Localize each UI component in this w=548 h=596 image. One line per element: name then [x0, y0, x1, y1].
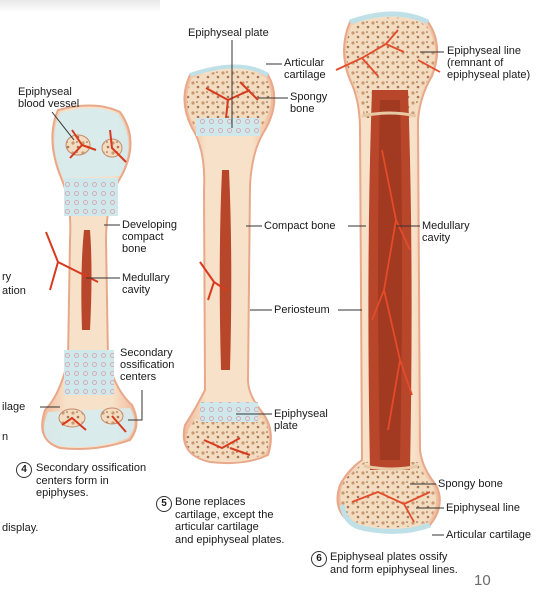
partial-label-ilage: ilage — [2, 401, 26, 413]
slide-top-shadow — [0, 0, 160, 12]
bone-6-epiphyseal-line-bottom — [363, 464, 419, 471]
partial-label-n: n — [2, 431, 9, 443]
label-articular-cartilage: Articular cartilage — [284, 57, 326, 81]
bone-6-marrow-shade — [378, 100, 402, 460]
bone-4 — [41, 104, 138, 450]
bone-4-medullary-cavity — [81, 230, 92, 330]
label-medullary-cavity-4: Medullary cavity — [122, 272, 170, 296]
leader-lines — [40, 40, 444, 536]
bone-4-bottom-chondrocytes — [64, 350, 114, 395]
bone-5-vessels — [199, 81, 259, 456]
page-number: 10 — [474, 572, 491, 589]
label-periosteum: Periosteum — [274, 304, 330, 316]
step-number-4: 4 — [16, 462, 32, 478]
bone-6-top-articular — [349, 11, 430, 25]
label-developing-compact-bone: Developing compact bone — [122, 219, 178, 255]
label-epiphyseal-line-top: Epiphyseal line (remnant of epiphyseal p… — [447, 45, 531, 81]
bone-5-bottom-spongy — [186, 418, 270, 462]
label-spongy-bone-5: Spongy bone — [290, 91, 328, 115]
bone-5 — [182, 64, 276, 465]
caption-step-4: Secondary ossification centers form in e… — [36, 462, 147, 499]
bone-4-top-ossification-center — [65, 134, 91, 156]
bone-5-bottom-plate — [200, 402, 258, 422]
label-epiphyseal-line-bottom: Epiphyseal line — [446, 502, 520, 514]
caption-step-5: Bone replaces cartilage, except the arti… — [175, 496, 285, 546]
step-number-6: 6 — [311, 551, 327, 567]
bone-5-top-articular — [189, 64, 270, 77]
partial-label-display: display. — [2, 522, 39, 534]
label-epiphyseal-blood-vessel: Epiphyseal blood vessel — [18, 86, 80, 110]
label-medullary-cavity-6: Medullary cavity — [422, 220, 470, 244]
label-epiphyseal-plate-top: Epiphyseal plate — [188, 27, 269, 39]
label-secondary-ossification-centers: Secondary ossification centers — [120, 347, 175, 383]
bone-6-top-spongy — [346, 17, 436, 118]
bone-5-medullary-cavity — [219, 170, 232, 370]
bone-5-top-spongy — [186, 70, 272, 126]
label-spongy-bone-6: Spongy bone — [438, 478, 503, 490]
bone-6-vessels — [335, 29, 441, 523]
step-number-5: 5 — [156, 496, 172, 512]
bone-4-vessels — [45, 129, 127, 433]
label-compact-bone: Compact bone — [264, 220, 336, 232]
label-articular-cartilage-6: Articular cartilage — [446, 529, 531, 541]
bone-6 — [335, 11, 441, 534]
bone-6-bottom-articular — [339, 504, 431, 534]
bone-5-top-plate — [196, 118, 260, 136]
label-epiphyseal-plate-bottom: Epiphyseal plate — [274, 408, 328, 432]
leader-secondary-ossification — [128, 390, 143, 421]
partial-label-ation: ation — [2, 285, 26, 297]
bone-4-top-cartilage — [54, 108, 129, 178]
caption-step-6: Epiphyseal plates ossify and form epiphy… — [330, 551, 458, 576]
bone-4-top-chondrocytes — [64, 178, 118, 216]
leader-epiphyseal-blood-vessel — [51, 111, 75, 141]
partial-label-ry: ry — [2, 271, 12, 283]
bone-6-epiphyseal-line-top — [361, 111, 417, 118]
bone-6-bottom-spongy — [340, 462, 437, 528]
